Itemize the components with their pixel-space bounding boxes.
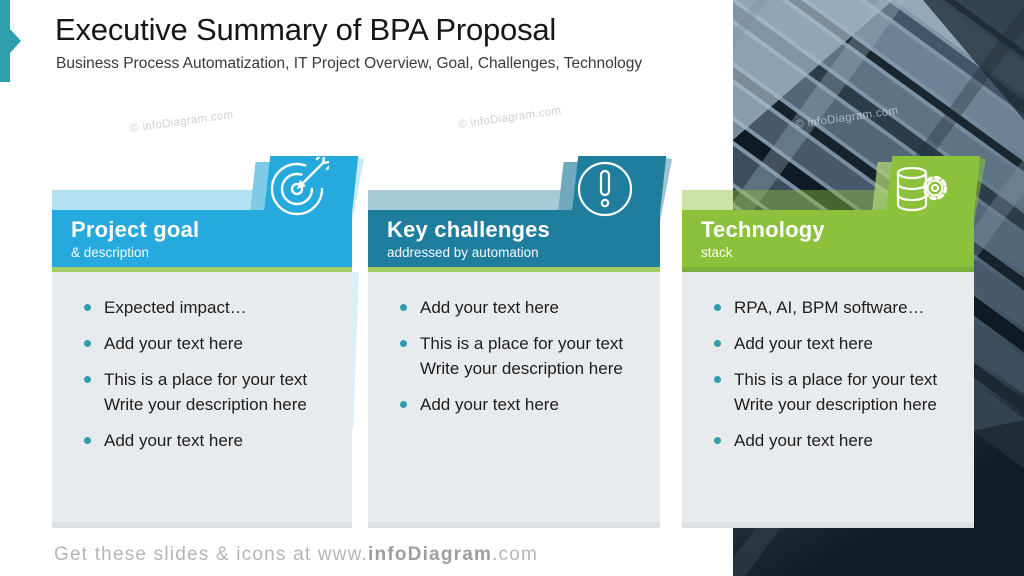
- card-project-goal: Project goal & description Expected impa…: [52, 156, 364, 528]
- target-arrow-icon: [265, 157, 329, 221]
- card-subtitle: addressed by automation: [387, 245, 539, 260]
- bullet-item: Add your text here: [82, 428, 338, 453]
- footer-prefix: Get these slides & icons at www.: [54, 544, 369, 565]
- bullet-item: This is a place for your text Write your…: [398, 331, 646, 381]
- accent-bar: [0, 0, 10, 82]
- bullet-item: Add your text here: [712, 331, 960, 356]
- card-key-challenges: Key challenges addressed by automation A…: [368, 156, 672, 528]
- card-subtitle: stack: [701, 245, 733, 260]
- card-header: Project goal & description: [52, 210, 352, 267]
- database-gear-icon: [887, 157, 951, 221]
- bullet-item: This is a place for your text Write your…: [712, 367, 960, 417]
- card-underline: [682, 267, 974, 272]
- exclamation-circle-icon: [573, 157, 637, 221]
- footer-suffix: .com: [492, 544, 539, 565]
- bullet-item: Expected impact…: [82, 295, 338, 320]
- page-subtitle: Business Process Automatization, IT Proj…: [56, 55, 643, 72]
- card-title: Technology: [701, 217, 825, 242]
- card-title: Project goal: [71, 217, 200, 242]
- bullet-item: Add your text here: [82, 331, 338, 356]
- card-body: RPA, AI, BPM software… Add your text here…: [682, 272, 974, 528]
- watermark: © infoDiagram.com: [129, 108, 235, 136]
- accent-arrow-icon: [10, 29, 21, 53]
- card-technology: Technology stack RPA, AI, BPM software… A…: [682, 156, 986, 528]
- bullet-item: Add your text here: [712, 428, 960, 453]
- card-subtitle: & description: [71, 245, 150, 260]
- card-title: Key challenges: [387, 217, 550, 242]
- bullet-list: RPA, AI, BPM software… Add your text here…: [682, 272, 974, 453]
- bullet-item: Add your text here: [398, 295, 646, 320]
- card-underline: [368, 267, 660, 272]
- watermark: © infoDiagram.com: [457, 104, 563, 132]
- footer-brand: infoDiagram: [368, 544, 493, 565]
- bullet-item: This is a place for your text Write your…: [82, 367, 338, 417]
- card-header: Key challenges addressed by automation: [368, 210, 660, 267]
- page-title: Executive Summary of BPA Proposal: [55, 12, 557, 47]
- card-header: Technology stack: [682, 210, 974, 267]
- footer-credit: Get these slides & icons at www.infoDiag…: [54, 544, 538, 566]
- bullet-item: Add your text here: [398, 392, 646, 417]
- bullet-item: RPA, AI, BPM software…: [712, 295, 960, 320]
- card-underline: [52, 267, 352, 272]
